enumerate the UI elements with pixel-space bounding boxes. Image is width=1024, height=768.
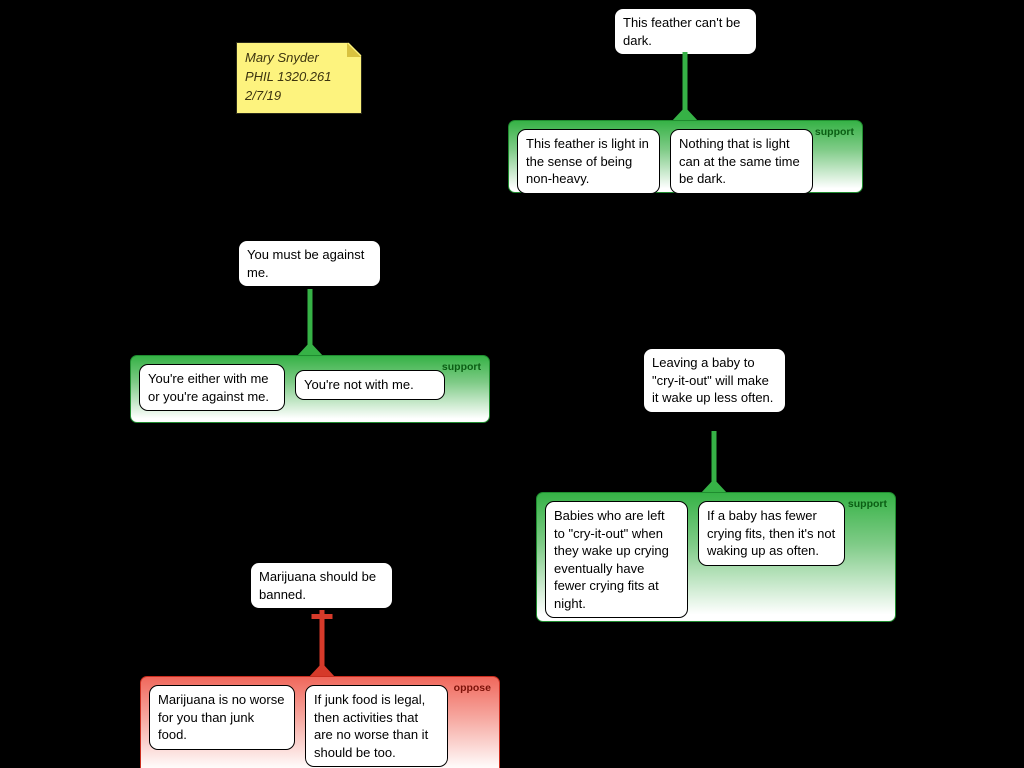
premise-box[interactable]: This feather is light in the sense of be… (517, 129, 660, 194)
relation-label: support (814, 126, 854, 138)
claim-box-against-me[interactable]: You must be against me. (238, 240, 381, 287)
sticky-note[interactable]: Mary Snyder PHIL 1320.261 2/7/19 (236, 42, 362, 114)
connector-stem (307, 289, 313, 356)
sticky-note-fold-icon (347, 43, 361, 57)
premise-box[interactable]: You're not with me. (295, 370, 445, 400)
oppose-crossbar-icon (311, 614, 333, 619)
support-connector-baby[interactable] (700, 431, 728, 494)
oppose-connector-marijuana[interactable] (308, 610, 336, 678)
note-course: PHIL 1320.261 (245, 69, 332, 84)
premise-box[interactable]: Marijuana is no worse for you than junk … (149, 685, 295, 750)
relation-label: support (847, 498, 887, 510)
relation-label: support (441, 361, 481, 373)
claim-box-baby[interactable]: Leaving a baby to "cry-it-out" will make… (643, 348, 786, 413)
note-author: Mary Snyder (245, 50, 319, 65)
connector-stem (319, 610, 325, 677)
relation-label: oppose (453, 682, 491, 694)
premise-box[interactable]: You're either with me or you're against … (139, 364, 285, 411)
connector-stem (711, 431, 717, 493)
support-connector-feather[interactable] (671, 52, 699, 122)
premise-box[interactable]: Babies who are left to "cry-it-out" when… (545, 501, 688, 618)
support-group-feather[interactable]: support This feather is light in the sen… (508, 120, 863, 194)
connector-stem (682, 52, 688, 121)
support-group-against-me[interactable]: support You're either with me or you're … (130, 355, 490, 423)
oppose-group-marijuana[interactable]: oppose Marijuana is no worse for you tha… (140, 676, 500, 768)
premise-box[interactable]: If junk food is legal, then activities t… (305, 685, 448, 767)
note-date: 2/7/19 (245, 88, 282, 103)
support-group-baby[interactable]: support Babies who are left to "cry-it-o… (536, 492, 896, 622)
premise-box[interactable]: Nothing that is light can at the same ti… (670, 129, 813, 194)
premise-box[interactable]: If a baby has fewer crying fits, then it… (698, 501, 845, 566)
claim-box-feather[interactable]: This feather can't be dark. (614, 8, 757, 55)
support-connector-against-me[interactable] (296, 289, 324, 357)
claim-box-marijuana[interactable]: Marijuana should be banned. (250, 562, 393, 609)
